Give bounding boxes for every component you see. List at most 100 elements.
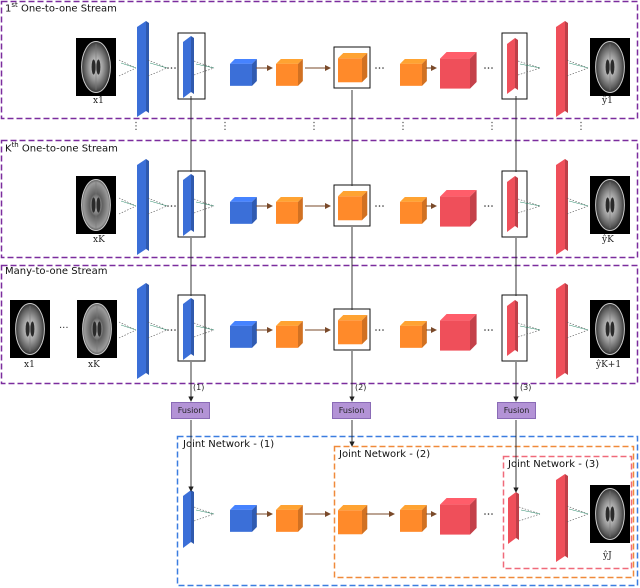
- kth-cone-2-top: [147, 197, 168, 207]
- stream-title-first: 1st One-to-one Stream: [5, 1, 117, 14]
- kth-layer-red-2-side: [515, 176, 518, 228]
- joint-output-image-ventricle-l: [605, 506, 610, 522]
- kth-input-image-ventricle-r: [96, 197, 101, 213]
- first-block-blue-front: [230, 63, 252, 86]
- joint-cone-1-bottom: [193, 513, 215, 522]
- first-output-image-ventricle-l: [605, 59, 610, 75]
- many-block-orange-2: [338, 315, 368, 345]
- ellipsis-many-inputs: ...: [59, 320, 69, 331]
- vertical-ellipsis-1: ⋮: [131, 121, 141, 132]
- kth-cone-3-top: [193, 198, 215, 207]
- vertical-ellipsis-6: ⋮: [576, 121, 586, 132]
- kth-dots-2-dot: [375, 205, 377, 207]
- first-cone-in-bottom: [118, 67, 137, 77]
- kth-dots-2-dot: [378, 205, 381, 207]
- joint-layer-red-thin-side: [565, 474, 568, 558]
- first-cone-in-accent: [120, 62, 137, 69]
- kth-dots-3-dot: [487, 205, 490, 207]
- first-dots-1-dot: [167, 67, 169, 69]
- kth-layer-red-2-front: [507, 176, 515, 232]
- first-output-image-ventricle-r: [610, 59, 615, 75]
- first-dots-2-dot: [378, 67, 381, 69]
- joint-cone-2-accent: [520, 509, 541, 515]
- many-layer-blue-2-side: [191, 298, 194, 356]
- first-cone-out-top: [566, 59, 589, 69]
- first-cone-2-top: [147, 59, 168, 69]
- many-layer-red-2: [507, 300, 518, 356]
- first-block-orange-2-top: [338, 53, 368, 59]
- first-input-image-ventricle-r: [96, 59, 101, 75]
- joint-cone-out-accent: [568, 508, 589, 515]
- kth-block-orange-2: [338, 191, 368, 221]
- first-layer-red-2: [507, 38, 518, 94]
- first-layer-red-2-side: [515, 38, 518, 90]
- kth-cone-in-bottom: [118, 205, 137, 215]
- many-cone-2: [147, 321, 168, 339]
- many-dots-2-dot: [375, 329, 377, 331]
- first-cone-3-top: [193, 60, 215, 69]
- first-layer-red-thin: [556, 21, 568, 117]
- many-block-orange-1-top: [276, 321, 303, 326]
- kth-input-image-ventricle-l: [91, 197, 96, 213]
- input-label-x1-first: x1: [93, 96, 104, 106]
- first-block-orange-1-side: [298, 59, 303, 86]
- first-block-orange-1-top: [276, 59, 303, 64]
- many-cone-3-top: [193, 322, 215, 331]
- kth-layer-red-2: [507, 176, 518, 232]
- output-label-y1-first: ŷ1: [602, 96, 613, 106]
- many-dots-1-dot: [174, 329, 176, 331]
- first-layer-blue-thin-side: [146, 21, 149, 113]
- first-dots-1: [167, 67, 176, 69]
- joint-block-red-1-top: [440, 498, 477, 505]
- kth-cone-4-top: [517, 198, 541, 207]
- many-cone-3-bottom: [193, 329, 215, 338]
- first-dots-3: [484, 67, 493, 69]
- joint-cone-2-top: [518, 506, 541, 515]
- first-cone-4-accent: [519, 63, 541, 69]
- many-cone-4: [517, 322, 541, 338]
- joint-layer-blue-side: [191, 490, 194, 544]
- kth-block-blue-top: [230, 197, 257, 202]
- joint-block-orange-1: [276, 505, 303, 532]
- kth-block-blue-front: [230, 201, 252, 224]
- kth-block-orange-3-side: [422, 197, 427, 224]
- joint-block-blue-side: [252, 505, 257, 532]
- first-layer-red-thin-front: [556, 21, 565, 117]
- kth-dots-1-dot: [170, 205, 173, 207]
- first-layer-blue-2: [183, 36, 194, 98]
- vertical-ellipsis-5: ⋮: [487, 121, 497, 132]
- first-dots-2-dot: [382, 67, 384, 69]
- many-block-orange-1-front: [276, 325, 298, 348]
- first-block-blue-top: [230, 59, 257, 64]
- kth-output-image-ventricle-l: [605, 197, 610, 213]
- kth-cone-4-accent: [519, 201, 541, 207]
- first-cone-out-bottom: [566, 67, 589, 77]
- first-cone-out: [566, 59, 589, 77]
- kth-layer-blue-2-front: [183, 174, 191, 236]
- many-block-red-1-top: [440, 314, 477, 321]
- kth-cone-in-top: [118, 197, 137, 207]
- stream-title-kth-text: One-to-one Stream: [18, 143, 118, 155]
- vertical-ellipsis-4: ⋮: [398, 121, 408, 132]
- joint-block-blue-front: [230, 509, 252, 532]
- first-cone-3: [193, 60, 215, 76]
- many-dots-1-dot: [167, 329, 169, 331]
- many-block-blue: [230, 321, 257, 348]
- stream-title-first-sup: st: [11, 1, 18, 9]
- stream-title-first-prefix: 1: [5, 3, 12, 15]
- stream-title-first-text: One-to-one Stream: [17, 3, 117, 15]
- vertical-ellipsis-3: ⋮: [309, 121, 319, 132]
- joint-block-orange-3-side: [422, 505, 427, 532]
- kth-dots-2-dot: [382, 205, 384, 207]
- joint-layer-red-2-side: [516, 492, 519, 540]
- first-block-orange-3-side: [422, 59, 427, 86]
- first-layer-blue-2-side: [191, 36, 194, 94]
- first-dots-3-dot: [487, 67, 490, 69]
- stream-border-kth: [0, 139, 639, 259]
- first-block-blue: [230, 59, 257, 86]
- many-cone-in: [118, 321, 137, 339]
- first-frame-2: [333, 46, 371, 89]
- first-block-red-1-side: [470, 52, 477, 89]
- kth-cone-3-bottom: [193, 205, 215, 214]
- joint-block-orange-2: [338, 505, 368, 535]
